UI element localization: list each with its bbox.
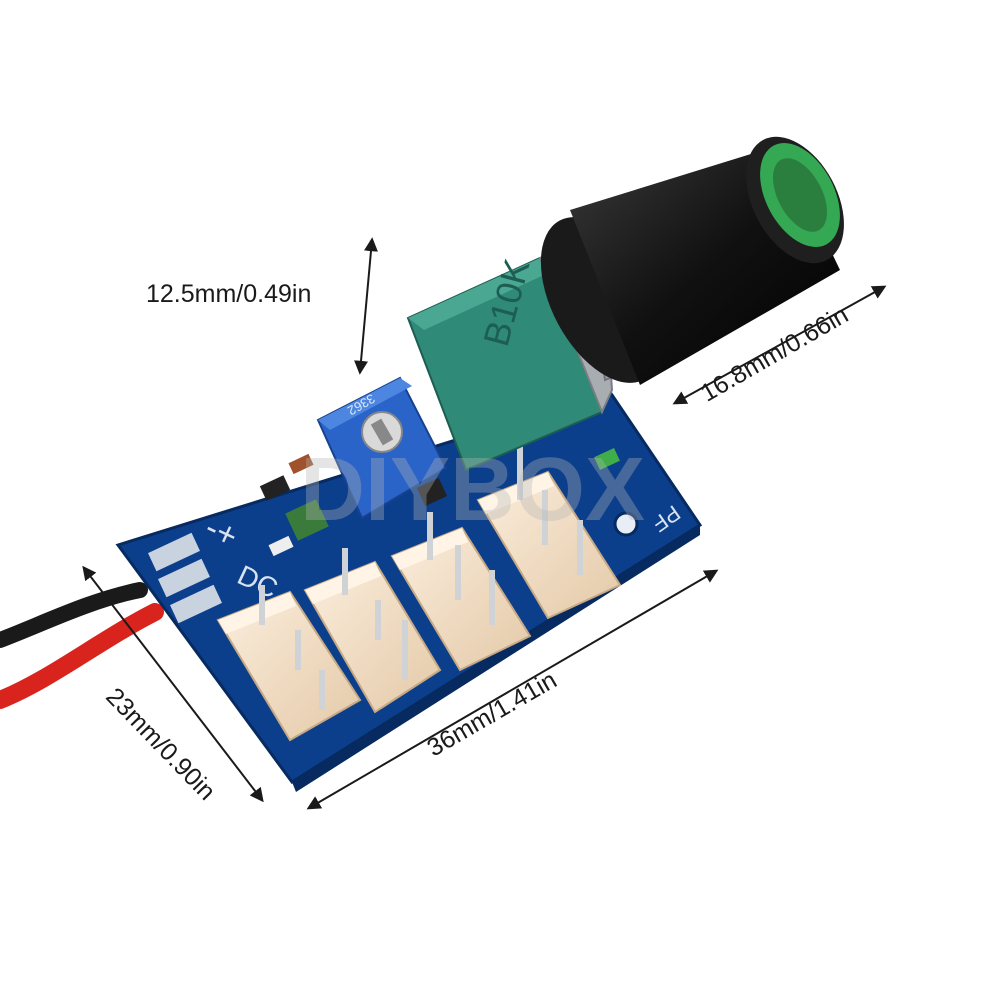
smd-component (268, 535, 294, 557)
smd-component (285, 499, 329, 541)
smd-component (259, 475, 291, 501)
smd-component (288, 453, 314, 475)
trimmer-potentiometer: 3362 (316, 376, 448, 520)
power-wires (0, 582, 164, 709)
led-indicator (594, 448, 620, 470)
watermark: DIYBOX (300, 440, 645, 540)
dimension-arrow (82, 565, 264, 803)
potentiometer-knob (540, 136, 844, 385)
dimension-arrow (306, 569, 719, 810)
height-dimension-label: 12.5mm/0.49in (146, 280, 312, 308)
dimension-arrow (672, 285, 887, 405)
smd-component (416, 477, 448, 507)
dimension-arrow (354, 237, 378, 375)
pf-mount-hole (613, 511, 639, 537)
